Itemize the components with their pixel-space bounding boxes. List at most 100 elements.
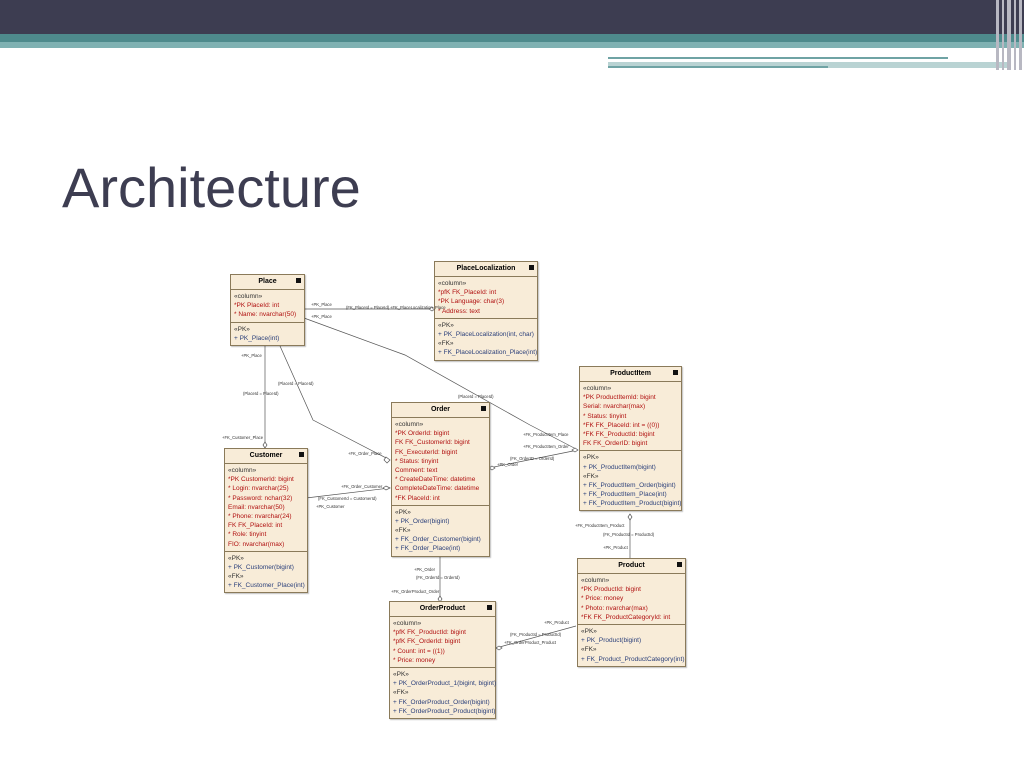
relationship-label: +PK_Product xyxy=(544,620,569,625)
table-productitem[interactable]: ProductItem«column»*PK ProductItemId: bi… xyxy=(579,366,682,512)
column-row: *PK ProductItemId: bigint xyxy=(583,394,656,402)
stereotype-label: «PK» xyxy=(395,508,411,516)
key-constraint: + FK_OrderProduct_Order(bigint) xyxy=(393,698,490,706)
diamond-marker xyxy=(495,645,503,651)
stereotype-label: «column» xyxy=(393,620,422,627)
columns-section: «column»*PK ProductItemId: bigint Serial… xyxy=(580,382,681,452)
relationship-label: (FK_PlaceId = PlaceId) xyxy=(346,305,390,310)
column-row: * Status: tinyint xyxy=(583,412,627,420)
column-row: *pfK FK_PlaceId: int xyxy=(438,289,497,297)
relationship-label: +FK_ProductItem_Order xyxy=(523,444,569,449)
column-row: * CreateDateTime: datetime xyxy=(395,476,476,484)
relationship-label: +PK_Order xyxy=(414,567,436,572)
key-constraint: + PK_Place(int) xyxy=(234,334,280,342)
accent-stripe xyxy=(0,34,1024,42)
stereotype-label: «column» xyxy=(395,421,424,428)
diamond-marker xyxy=(627,513,633,521)
key-constraint: + FK_Order_Place(int) xyxy=(395,545,461,553)
diamond-marker xyxy=(382,485,391,491)
relationship-label: +FK_Customer_Place xyxy=(222,435,264,440)
table-product[interactable]: Product«column»*PK ProductId: bigint* Pr… xyxy=(577,558,686,667)
decor-line xyxy=(608,62,1008,68)
key-constraint: + FK_ProductItem_Order(bigint) xyxy=(583,481,676,489)
table-place[interactable]: Place«column»*PK PlaceId: int* Name: nva… xyxy=(230,274,305,346)
stereotype-label: «FK» xyxy=(438,340,454,348)
table-icon xyxy=(673,370,678,375)
column-row: *FK FK_PlaceId: int = ((0)) xyxy=(583,421,660,429)
column-row: Comment: text xyxy=(395,466,438,474)
column-row: *PK Language: char(3) xyxy=(438,298,505,306)
table-orderproduct[interactable]: OrderProduct«column»*pfK FK_ProductId: b… xyxy=(389,601,496,719)
rel-product-orderproduct xyxy=(495,625,577,649)
key-constraint: + FK_Customer_Place(int) xyxy=(228,582,305,590)
rel-order-customer xyxy=(305,487,391,499)
columns-section: «column»*PK PlaceId: int* Name: nvarchar… xyxy=(231,290,304,323)
key-constraint: + FK_Product_ProductCategory(int) xyxy=(581,655,685,663)
table-name: PlaceLocalization xyxy=(435,262,537,277)
key-constraint: + PK_Order(bigint) xyxy=(395,517,450,525)
column-row: FK_ExecuterId: bigint xyxy=(395,448,458,456)
relationship-label: +PK_Customer xyxy=(316,504,345,509)
relationship-label: (FK_CustomerId = CustomerId) xyxy=(318,496,377,501)
columns-section: «column»*PK OrderId: bigint FK FK_Custom… xyxy=(392,418,489,506)
column-row: FIO: nvarchar(max) xyxy=(228,540,285,548)
table-icon xyxy=(296,278,301,283)
decor-line xyxy=(608,66,828,68)
stereotype-label: «PK» xyxy=(581,627,597,635)
stereotype-label: «FK» xyxy=(395,527,411,535)
table-icon xyxy=(487,605,492,610)
key-constraint: + FK_ProductItem_Product(bigint) xyxy=(583,500,682,508)
rel-order-productitem xyxy=(488,449,579,469)
stereotype-label: «PK» xyxy=(583,454,599,462)
diamond-marker xyxy=(262,441,268,449)
diamond-marker xyxy=(437,595,443,603)
column-row: * Phone: nvarchar(24) xyxy=(228,512,292,520)
stereotype-label: «column» xyxy=(228,467,257,474)
column-row: * Price: money xyxy=(393,656,436,664)
rel-place-productitem xyxy=(303,317,579,451)
stereotype-label: «column» xyxy=(581,577,610,584)
diamond-marker xyxy=(571,447,579,453)
column-row: * Name: nvarchar(50) xyxy=(234,311,297,319)
key-constraint: + PK_PlaceLocalization(int, char) xyxy=(438,330,534,338)
relationship-label: (FK_OrderID = OrderId) xyxy=(510,456,555,461)
column-row: *FK PlaceId: int xyxy=(395,494,440,502)
column-row: FK FK_PlaceId: int xyxy=(228,522,283,530)
top-bar xyxy=(0,0,1024,34)
column-row: Email: nvarchar(50) xyxy=(228,503,285,511)
column-row: *PK CustomerId: bigint xyxy=(228,476,294,484)
keys-section: «PK»+ PK_Customer(bigint)«FK»+ FK_Custom… xyxy=(225,552,307,593)
keys-section: «PK»+ PK_PlaceLocalization(int, char)«FK… xyxy=(435,319,537,360)
stereotype-label: «column» xyxy=(234,293,263,300)
key-constraint: + PK_Product(bigint) xyxy=(581,637,642,645)
key-constraint: + PK_OrderProduct_1(bigint, bigint) xyxy=(393,680,497,688)
column-row: * Status: tinyint xyxy=(395,457,439,465)
relationship-label: +FK_ProductItem_Place xyxy=(523,432,569,437)
key-constraint: + FK_Order_Customer(bigint) xyxy=(395,536,481,544)
key-constraint: + FK_ProductItem_Place(int) xyxy=(583,491,667,499)
key-constraint: + FK_OrderProduct_Product(bigint) xyxy=(393,707,496,715)
column-row: CompleteDateTime: datetime xyxy=(395,485,480,493)
relationship-label: +PK_Place xyxy=(311,302,332,307)
stereotype-label: «FK» xyxy=(393,689,409,697)
table-name: Place xyxy=(231,275,304,290)
table-icon xyxy=(481,406,486,411)
accent-stripe-light xyxy=(0,42,1024,48)
relationship-label: +FK_ProductItem_Product xyxy=(575,523,625,528)
columns-section: «column»*PK ProductId: bigint* Price: mo… xyxy=(578,574,685,625)
column-row: * Photo: nvarchar(max) xyxy=(581,604,648,612)
relationship-label: (FK_OrderId = OrderId) xyxy=(416,575,460,580)
stereotype-label: «PK» xyxy=(393,670,409,678)
column-row: *pfK FK_ProductId: bigint xyxy=(393,629,466,637)
table-placeloc[interactable]: PlaceLocalization«column»*pfK FK_PlaceId… xyxy=(434,261,538,361)
column-row: *FK FK_ProductCategoryId: int xyxy=(581,613,671,621)
rel-place-order xyxy=(279,345,391,461)
relationship-label: +FK_OrderProduct_Order xyxy=(391,589,440,594)
table-customer[interactable]: Customer«column»*PK CustomerId: bigint* … xyxy=(224,448,308,594)
table-order[interactable]: Order«column»*PK OrderId: bigint FK FK_C… xyxy=(391,402,490,557)
column-row: *pfK FK_OrderId: bigint xyxy=(393,638,461,646)
keys-section: «PK»+ PK_ProductItem(bigint)«FK»+ FK_Pro… xyxy=(580,451,681,510)
diamond-marker xyxy=(488,465,496,471)
relationship-label: +FK_PlaceLocalization_Place xyxy=(390,305,446,310)
stereotype-label: «column» xyxy=(583,385,612,392)
